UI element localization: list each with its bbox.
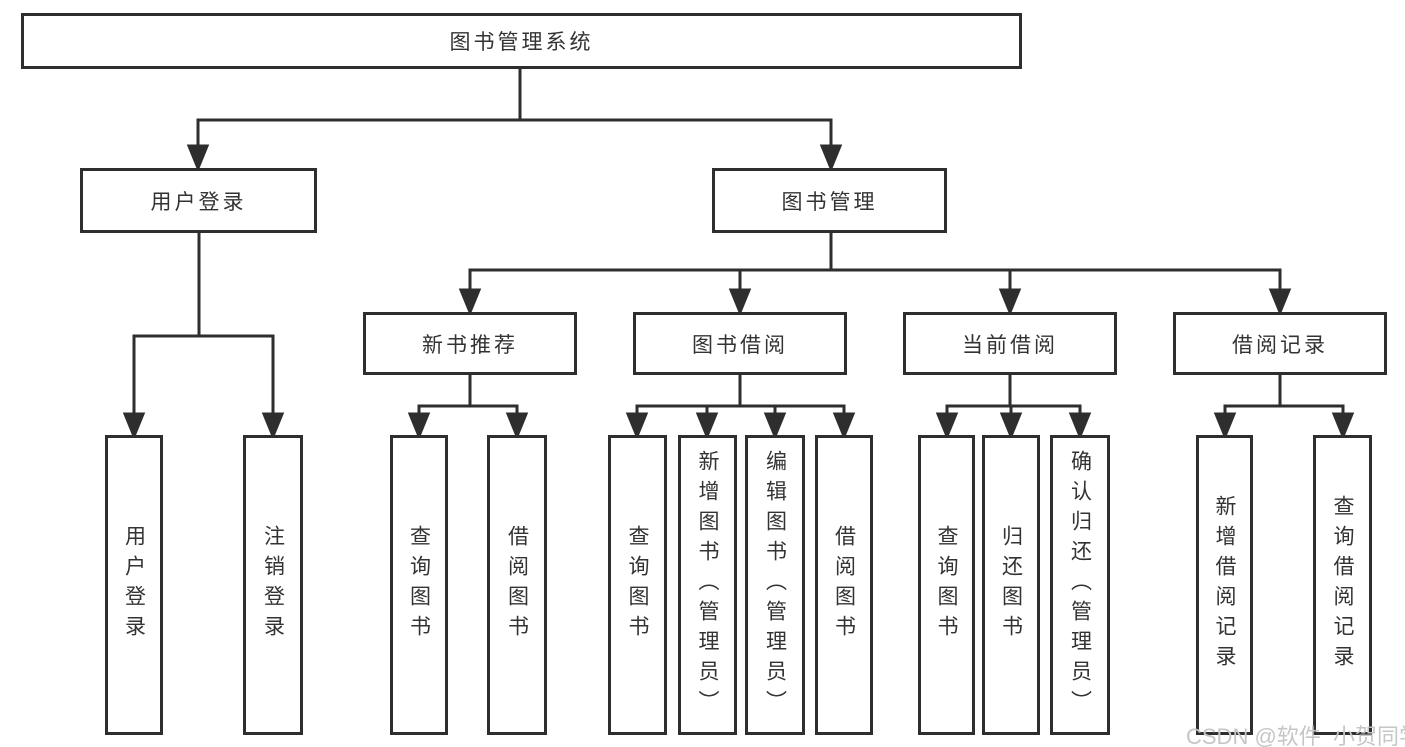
leaf-label: 查询借阅记录: [1331, 495, 1354, 675]
node-new-book-recommend: 新书推荐: [363, 312, 577, 375]
leaf-label: 编辑图书（管理员）: [763, 450, 787, 720]
leaf-query-books: 查询图书: [608, 435, 667, 735]
node-book-borrowing: 图书借阅: [633, 312, 847, 375]
leaf-user-login: 用户登录: [105, 435, 163, 735]
leaf-label: 新增图书（管理员）: [696, 450, 719, 720]
node-label: 当前借阅: [962, 333, 1058, 357]
leaf-query-borrow-record: 查询借阅记录: [1313, 435, 1372, 735]
leaf-add-book-admin: 新增图书（管理员）: [678, 435, 737, 735]
leaf-label: 查询图书: [626, 525, 649, 645]
node-label: 图书管理: [781, 190, 878, 214]
leaf-label: 借阅图书: [505, 525, 529, 645]
leaf-logout: 注销登录: [243, 435, 303, 735]
leaf-label: 查询图书: [407, 525, 431, 645]
leaf-add-borrow-record: 新增借阅记录: [1196, 435, 1253, 735]
leaf-query-books: 查询图书: [918, 435, 975, 735]
node-book-management-branch: 图书管理: [712, 168, 947, 233]
leaf-borrow-books: 借阅图书: [487, 435, 547, 735]
node-label: 借阅记录: [1232, 333, 1328, 357]
node-library-system: 图书管理系统: [21, 13, 1022, 69]
node-borrowing-records: 借阅记录: [1173, 312, 1387, 375]
node-label: 用户登录: [150, 190, 247, 214]
leaf-label: 查询图书: [935, 525, 958, 645]
node-current-borrowing: 当前借阅: [903, 312, 1117, 375]
leaf-label: 确认归还（管理员）: [1068, 450, 1092, 720]
leaf-query-books: 查询图书: [390, 435, 448, 735]
leaf-label: 新增借阅记录: [1213, 495, 1236, 675]
leaf-label: 注销登录: [261, 525, 285, 645]
csdn-watermark: CSDN @软件_小贺同学: [1186, 724, 1405, 747]
leaf-confirm-return-admin: 确认归还（管理员）: [1050, 435, 1110, 735]
leaf-borrow-books: 借阅图书: [815, 435, 873, 735]
leaf-edit-book-admin: 编辑图书（管理员）: [745, 435, 805, 735]
node-label: 图书管理系统: [449, 31, 594, 54]
node-label: 新书推荐: [422, 333, 518, 357]
leaf-label: 借阅图书: [832, 525, 856, 645]
node-label: 图书借阅: [692, 333, 788, 357]
node-user-login-branch: 用户登录: [80, 168, 317, 233]
leaf-label: 用户登录: [122, 525, 146, 645]
leaf-return-books: 归还图书: [982, 435, 1040, 735]
leaf-label: 归还图书: [999, 525, 1023, 645]
